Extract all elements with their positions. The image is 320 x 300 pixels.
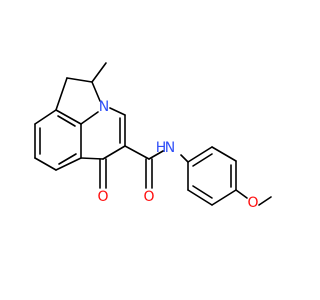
bond	[102, 145, 126, 160]
bond	[55, 77, 68, 111]
bond	[148, 150, 164, 160]
bond	[80, 111, 99, 125]
bond	[211, 146, 237, 162]
bond	[187, 146, 213, 163]
atom-label-layer: N O O N H O	[97, 99, 258, 211]
bond	[91, 81, 101, 102]
bond	[55, 157, 82, 171]
bond	[55, 109, 82, 125]
bond	[109, 107, 126, 116]
bond-methyl	[91, 62, 107, 83]
bond-double-inner	[192, 185, 213, 199]
atom-label-o-ketone: O	[97, 189, 108, 205]
atom-label-n-amide: N	[165, 140, 175, 156]
bond	[211, 189, 237, 206]
bond	[66, 77, 93, 83]
bond-double-inner	[57, 115, 76, 127]
atom-label-n-ring: N	[99, 99, 109, 115]
bond-double-inner	[192, 153, 213, 167]
bond	[124, 145, 150, 160]
bond-layer	[34, 62, 272, 206]
atom-label-h-amide: H	[156, 140, 167, 156]
molecule-structure: N O O N H O	[34, 62, 272, 211]
molecule-canvas: N O O N H O	[34, 62, 272, 211]
bond	[187, 189, 213, 206]
bond	[34, 109, 57, 125]
atom-label-o-methoxy: O	[247, 195, 258, 211]
atom-label-o-amide: O	[143, 189, 154, 205]
bond	[235, 189, 248, 199]
bond	[34, 157, 57, 171]
bond	[180, 154, 189, 163]
bond	[258, 196, 272, 206]
bond-double-inner	[58, 153, 77, 165]
